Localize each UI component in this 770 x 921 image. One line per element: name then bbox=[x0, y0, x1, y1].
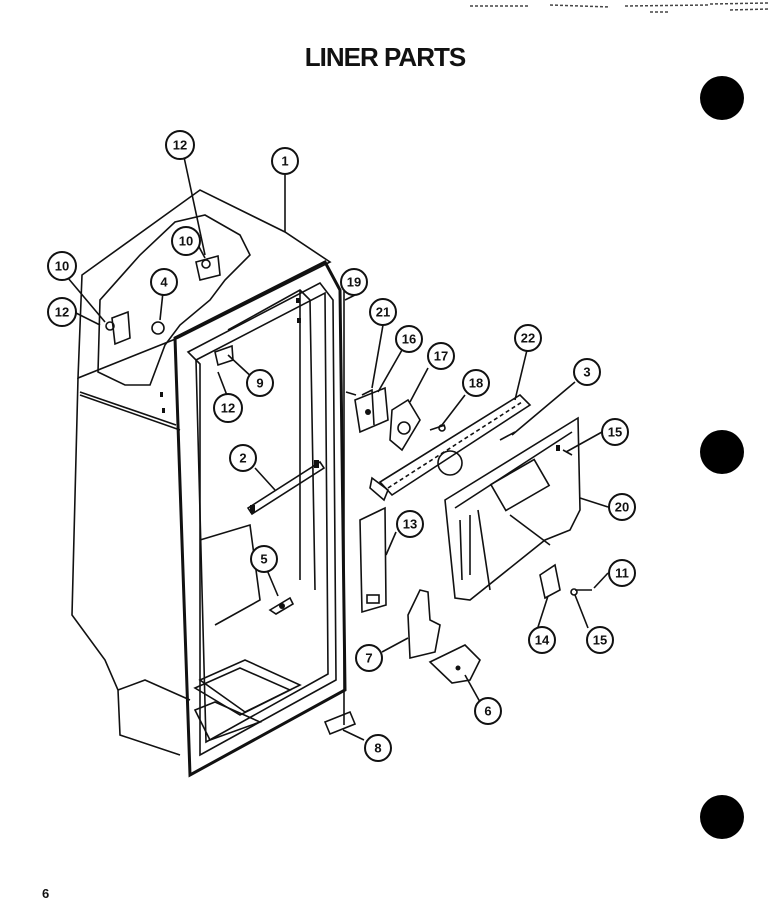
svg-text:18: 18 bbox=[469, 376, 483, 391]
svg-text:20: 20 bbox=[615, 500, 629, 515]
svg-text:17: 17 bbox=[434, 349, 448, 364]
svg-text:8: 8 bbox=[374, 741, 381, 756]
bracket-6 bbox=[428, 644, 481, 684]
svg-text:5: 5 bbox=[260, 552, 267, 567]
svg-text:10: 10 bbox=[179, 234, 193, 249]
callout-14: 14 bbox=[528, 626, 556, 654]
cover-plate-14 bbox=[539, 563, 561, 600]
svg-text:19: 19 bbox=[347, 275, 361, 290]
binder-hole-bottom bbox=[700, 795, 744, 839]
svg-text:3: 3 bbox=[583, 365, 590, 380]
svg-text:11: 11 bbox=[615, 566, 629, 581]
callout-3: 3 bbox=[573, 358, 601, 386]
svg-text:1: 1 bbox=[281, 154, 288, 169]
callout-12-top: 12 bbox=[165, 130, 195, 160]
svg-text:14: 14 bbox=[535, 633, 550, 648]
svg-text:16: 16 bbox=[402, 332, 416, 347]
callout-22: 22 bbox=[514, 324, 542, 352]
fan-blade-17 bbox=[389, 398, 421, 452]
screws-15-11 bbox=[562, 449, 592, 596]
binder-hole-middle bbox=[700, 430, 744, 474]
callout-8: 8 bbox=[364, 734, 392, 762]
bracket-part-2 bbox=[246, 460, 326, 516]
callout-20: 20 bbox=[608, 493, 636, 521]
fan-shroud-22 bbox=[369, 393, 532, 502]
callout-12-inner: 12 bbox=[213, 393, 243, 423]
drain-trough-8 bbox=[323, 710, 357, 736]
cabinet-liner bbox=[71, 189, 347, 778]
scan-noise bbox=[470, 2, 769, 13]
hinge-part-5 bbox=[268, 596, 295, 615]
callout-6: 6 bbox=[474, 697, 502, 725]
evaporator-cover-20 bbox=[444, 416, 581, 601]
top-fittings bbox=[105, 254, 221, 346]
svg-text:15: 15 bbox=[593, 633, 607, 648]
page-number: 6 bbox=[42, 886, 50, 901]
svg-text:12: 12 bbox=[173, 138, 187, 153]
page-title: LINER PARTS bbox=[304, 42, 466, 72]
svg-text:2: 2 bbox=[239, 451, 246, 466]
svg-text:13: 13 bbox=[403, 517, 417, 532]
callout-9: 9 bbox=[246, 369, 274, 397]
callout-15-bottom: 15 bbox=[586, 626, 614, 654]
callout-2: 2 bbox=[229, 444, 257, 472]
leader-lines bbox=[67, 156, 609, 741]
svg-text:21: 21 bbox=[376, 305, 390, 320]
svg-text:10: 10 bbox=[55, 259, 69, 274]
callout-11: 11 bbox=[608, 559, 636, 587]
callout-10-left: 10 bbox=[47, 251, 77, 281]
screw-18 bbox=[429, 424, 446, 432]
callout-19: 19 bbox=[340, 268, 368, 296]
svg-text:12: 12 bbox=[221, 401, 235, 416]
callout-15-top: 15 bbox=[601, 418, 629, 446]
svg-text:9: 9 bbox=[256, 376, 263, 391]
binder-hole-top bbox=[700, 76, 744, 120]
callout-10-top: 10 bbox=[171, 226, 201, 256]
svg-text:15: 15 bbox=[608, 425, 622, 440]
duct-13 bbox=[359, 506, 387, 614]
callout-5: 5 bbox=[250, 545, 278, 573]
callout-16: 16 bbox=[395, 325, 423, 353]
callout-17: 17 bbox=[427, 342, 455, 370]
callout-13: 13 bbox=[396, 510, 424, 538]
callout-12-left: 12 bbox=[47, 297, 77, 327]
callout-4: 4 bbox=[150, 268, 178, 296]
svg-text:12: 12 bbox=[55, 305, 69, 320]
svg-text:4: 4 bbox=[160, 275, 168, 290]
callout-1: 1 bbox=[271, 147, 299, 175]
svg-text:22: 22 bbox=[521, 331, 535, 346]
screw-part-4 bbox=[151, 321, 165, 335]
callout-18: 18 bbox=[462, 369, 490, 397]
fan-motor-assembly bbox=[345, 386, 389, 434]
screw-3 bbox=[499, 431, 516, 441]
svg-text:6: 6 bbox=[484, 704, 491, 719]
insulation-7 bbox=[407, 589, 441, 660]
callout-7: 7 bbox=[355, 644, 383, 672]
callout-21: 21 bbox=[369, 298, 397, 326]
svg-text:7: 7 bbox=[365, 651, 372, 666]
